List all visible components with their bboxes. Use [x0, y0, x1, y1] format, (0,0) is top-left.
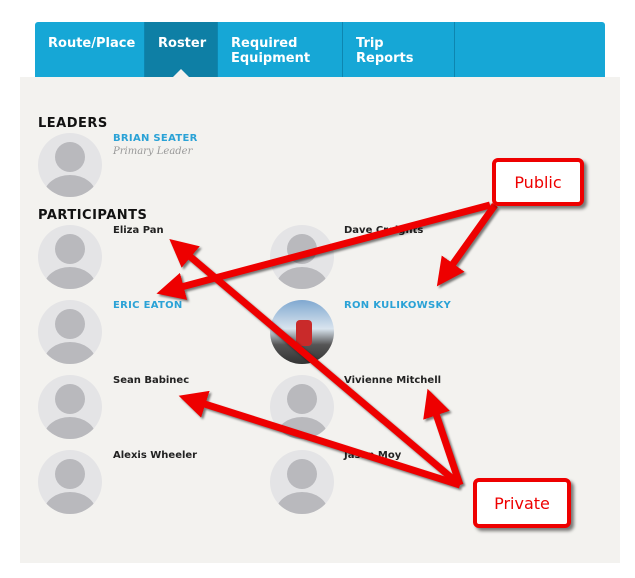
avatar: [38, 300, 102, 364]
arrow-private-vivienne: [423, 388, 464, 487]
arrow-private-sean: [178, 390, 462, 489]
avatar: [38, 450, 102, 514]
participant-name: Eliza Pan: [113, 225, 164, 236]
arrow-public-ron: [436, 202, 498, 287]
participant-name-link[interactable]: RON KULIKOWSKY: [344, 300, 452, 311]
participant-name-link[interactable]: ERIC EATON: [113, 300, 183, 311]
tab-trip-reports[interactable]: Trip Reports: [343, 22, 455, 77]
arrow-public-eric: [156, 201, 491, 300]
avatar: [38, 225, 102, 289]
private-callout: Private: [473, 478, 571, 528]
avatar: [270, 450, 334, 514]
participants-heading: PARTICIPANTS: [38, 208, 148, 223]
leader-role: Primary Leader: [113, 146, 193, 157]
tab-bar: Route/Place Roster Required Equipment Tr…: [35, 22, 605, 77]
leaders-heading: LEADERS: [38, 116, 108, 131]
participant-name: Vivienne Mitchell: [344, 375, 442, 386]
avatar: [38, 133, 102, 197]
participant-name: Alexis Wheeler: [113, 450, 198, 461]
participant-name: Sean Babinec: [113, 375, 190, 386]
public-callout: Public: [492, 158, 584, 206]
avatar: [38, 375, 102, 439]
tab-route-place[interactable]: Route/Place: [35, 22, 145, 77]
tab-required-equipment[interactable]: Required Equipment: [218, 22, 343, 77]
tab-roster[interactable]: Roster: [145, 22, 218, 77]
leader-name[interactable]: BRIAN SEATER: [113, 133, 198, 144]
arrow-private-eliza: [169, 238, 463, 488]
